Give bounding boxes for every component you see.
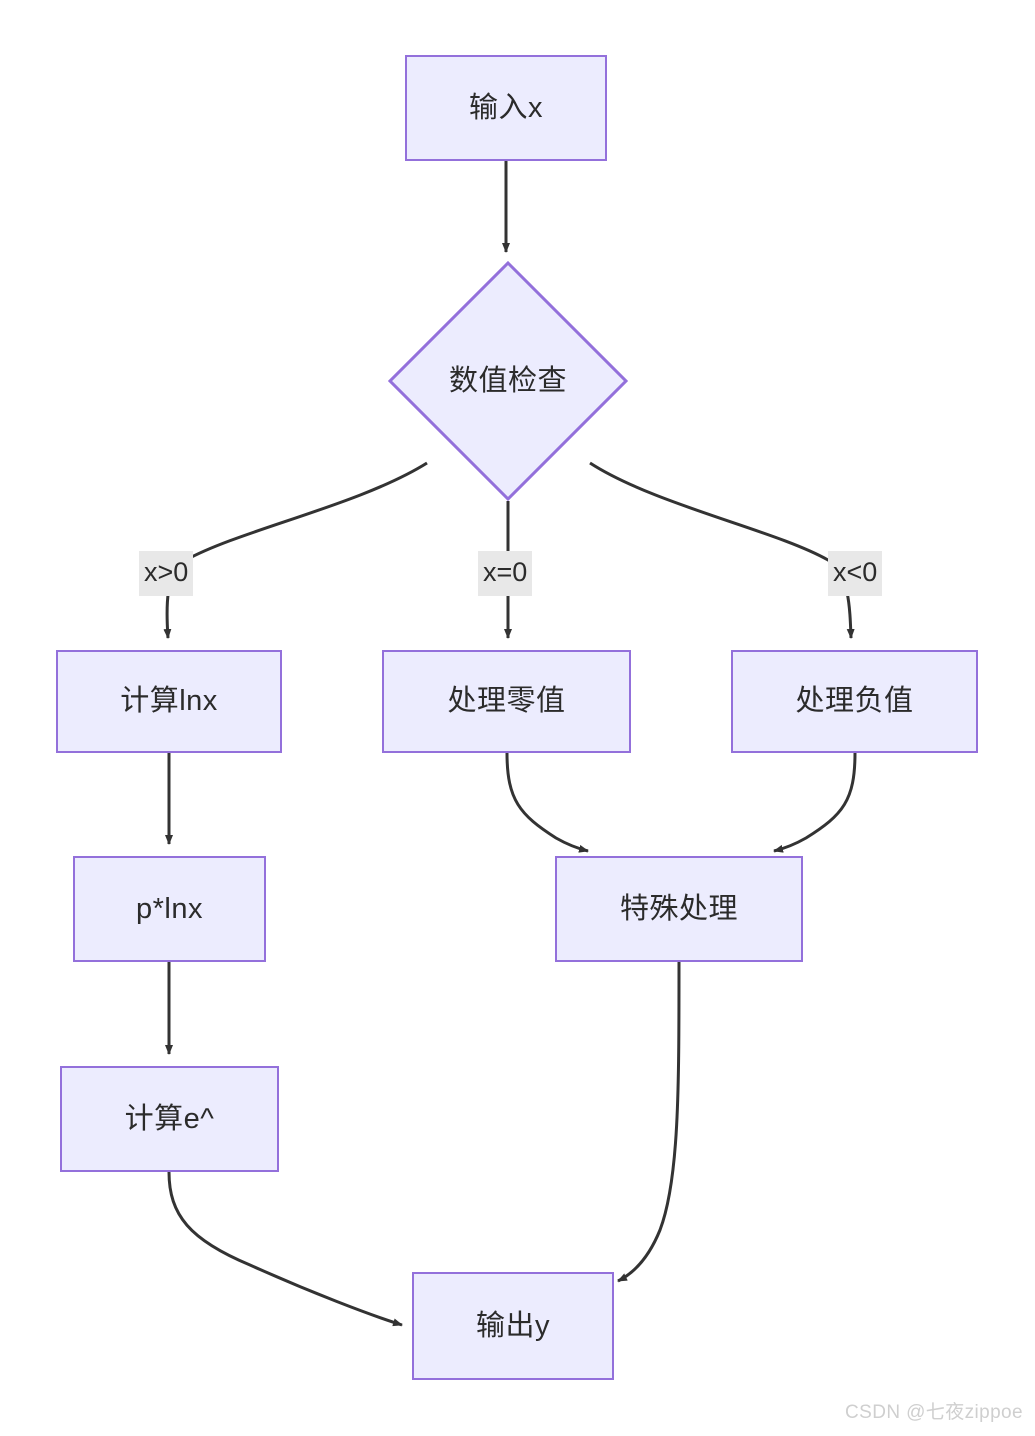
edge-zero-to-special bbox=[505, 752, 589, 853]
node-special-handling-label: 特殊处理 bbox=[619, 892, 738, 925]
edge-label-x-equals-zero: x=0 bbox=[478, 551, 533, 596]
node-calc-lnx[interactable]: 计算lnx bbox=[56, 650, 282, 753]
node-p-times-lnx-label: p*lnx bbox=[136, 892, 203, 925]
node-handle-negative-label: 处理负值 bbox=[795, 685, 914, 718]
node-output-label: 输出y bbox=[475, 1309, 550, 1342]
node-handle-zero[interactable]: 处理零值 bbox=[382, 650, 631, 753]
node-calc-lnx-label: 计算lnx bbox=[120, 685, 218, 718]
node-handle-negative[interactable]: 处理负值 bbox=[731, 650, 978, 753]
node-input-label: 输入x bbox=[468, 91, 543, 124]
edge-special-to-output bbox=[617, 961, 681, 1283]
diamond-shape bbox=[388, 261, 628, 501]
edge-check-to-negative bbox=[589, 461, 855, 639]
csdn-watermark: CSDN @七夜zippoe bbox=[845, 1402, 1023, 1423]
node-p-times-lnx[interactable]: p*lnx bbox=[73, 856, 266, 962]
edge-label-x-greater-than-zero: x>0 bbox=[139, 551, 194, 596]
edge-label-x-less-than-zero: x<0 bbox=[828, 551, 883, 596]
node-handle-zero-label: 处理零值 bbox=[447, 685, 566, 718]
node-special-handling[interactable]: 特殊处理 bbox=[555, 856, 803, 962]
node-decision-check[interactable]: 数值检查 bbox=[388, 261, 628, 501]
edge-check-to-calc-ln bbox=[163, 461, 428, 639]
node-input[interactable]: 输入x bbox=[405, 55, 607, 161]
edge-calc-exp-to-output bbox=[167, 1171, 403, 1327]
node-output[interactable]: 输出y bbox=[412, 1272, 614, 1380]
node-decision-check-label: 数值检查 bbox=[448, 364, 567, 397]
node-calc-exp-label: 计算e^ bbox=[124, 1102, 215, 1135]
edge-negative-to-special bbox=[773, 752, 857, 853]
node-calc-exp[interactable]: 计算e^ bbox=[60, 1066, 279, 1172]
